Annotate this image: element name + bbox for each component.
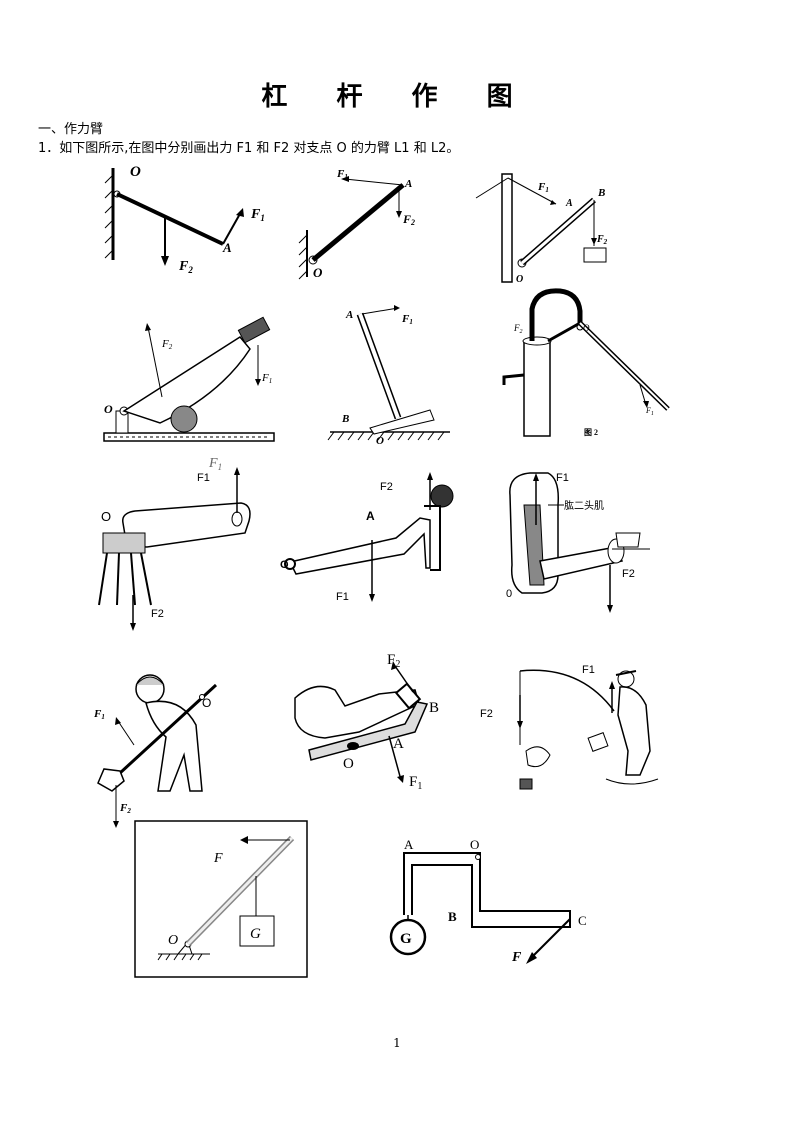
f1-label-A: A bbox=[222, 240, 232, 255]
f2-label-F2: F bbox=[402, 212, 411, 226]
f3-label-A: A bbox=[565, 198, 573, 209]
f12-label-F2: F2 bbox=[480, 708, 493, 720]
f9-label-O: 0 bbox=[506, 588, 512, 600]
f8-label-F2: F2 bbox=[380, 481, 393, 493]
f1-label-F2: F bbox=[178, 259, 189, 274]
f10-label-F2: F bbox=[119, 802, 128, 814]
f13-label-F: F bbox=[213, 851, 223, 866]
f1-label-F2-sub: 2 bbox=[187, 265, 193, 275]
svg-text:F2: F2 bbox=[596, 234, 608, 246]
f11-label-B: B bbox=[429, 700, 439, 716]
f2-label-A: A bbox=[404, 178, 412, 190]
figure-3-pole-arm-weight: F1 A B F2 O bbox=[475, 173, 608, 285]
f5-label-B: B bbox=[341, 413, 349, 425]
f4-label-F2: F bbox=[161, 338, 169, 350]
f3-label-B: B bbox=[597, 187, 605, 199]
svg-text:F1: F1 bbox=[250, 207, 265, 223]
svg-text:F2: F2 bbox=[178, 259, 193, 275]
figure-6-water-pump: F2 O F1 图 2 bbox=[502, 288, 670, 437]
f8-label-F1: F1 bbox=[336, 591, 349, 603]
f11-label-F2: F bbox=[387, 652, 395, 668]
page-number: 1 bbox=[393, 1036, 401, 1050]
f12-label-F1: F1 bbox=[582, 664, 595, 676]
f1-label-F1-sub: 1 bbox=[260, 213, 265, 223]
f4-label-F1: F bbox=[261, 372, 269, 384]
svg-text:F2: F2 bbox=[513, 323, 523, 335]
svg-text:F1: F1 bbox=[208, 456, 222, 472]
f1-label-O: O bbox=[130, 164, 141, 180]
f11-label-A: A bbox=[393, 736, 404, 752]
f7-label-F2: F2 bbox=[151, 608, 164, 620]
figure-14-bracket-lever: A O B C G F bbox=[389, 837, 587, 965]
f14-label-A: A bbox=[404, 837, 414, 852]
figure-7-press-lever: F1 F1 O F2 bbox=[98, 456, 251, 631]
f6-caption: 图 2 bbox=[584, 428, 598, 437]
f9-label-muscle: 肱二头肌 bbox=[564, 500, 604, 512]
svg-text:F2: F2 bbox=[161, 338, 173, 351]
svg-text:F1: F1 bbox=[401, 313, 413, 326]
f9-label-F2: F2 bbox=[622, 568, 635, 580]
figure-1-wall-lever: O F1 F2 A bbox=[104, 164, 265, 275]
svg-text:F1: F1 bbox=[409, 774, 422, 792]
f3-label-F1: F bbox=[537, 181, 546, 193]
figure-8-push-up: F2 A O F1 bbox=[280, 472, 454, 603]
svg-text:F1: F1 bbox=[537, 181, 549, 194]
f14-label-C: C bbox=[578, 913, 587, 928]
f8-label-O: O bbox=[280, 559, 289, 571]
f11-label-O: O bbox=[343, 756, 354, 772]
f8-label-A: A bbox=[366, 509, 375, 523]
figure-2-slanted-rod: F1 A F2 O bbox=[298, 168, 415, 280]
figure-12-fishing: F1 F2 bbox=[480, 664, 659, 790]
f9-label-F1: F1 bbox=[556, 472, 569, 484]
figure-5-hammer: A F1 B O bbox=[327, 305, 450, 447]
svg-text:F1: F1 bbox=[93, 708, 105, 721]
f11-label-F1: F bbox=[409, 774, 417, 790]
svg-text:F1: F1 bbox=[261, 372, 272, 385]
svg-text:F2: F2 bbox=[387, 652, 400, 670]
f6-label-F2: F bbox=[513, 323, 520, 333]
f2-label-O: O bbox=[313, 265, 323, 280]
page-title: 杠 杆 作 图 bbox=[261, 82, 533, 112]
svg-text:F1: F1 bbox=[336, 168, 348, 181]
section-heading: 一、作力臂 bbox=[38, 122, 104, 137]
figure-11-foot-pedal: F2 B A O F1 bbox=[294, 652, 439, 792]
f6-label-O: O bbox=[583, 323, 590, 333]
svg-text:F1: F1 bbox=[645, 406, 654, 417]
figure-10-shovel-worker: F1 O F2 bbox=[93, 674, 218, 828]
f6-label-F1: F bbox=[645, 406, 651, 415]
f2-label-F1: F bbox=[336, 168, 345, 180]
f4-label-O: O bbox=[104, 402, 113, 416]
f5-label-A: A bbox=[345, 309, 353, 321]
f7-label-F1: F1 bbox=[197, 472, 210, 484]
f14-label-B: B bbox=[448, 909, 457, 924]
f10-label-F1: F bbox=[93, 708, 102, 720]
svg-text:F2: F2 bbox=[402, 212, 415, 227]
f5-label-O: O bbox=[376, 435, 384, 447]
f14-label-G: G bbox=[400, 931, 412, 947]
f14-label-O: O bbox=[470, 837, 479, 852]
figure-4-chopper-knife: F2 F1 O bbox=[103, 316, 275, 442]
f7-label-F1b: F bbox=[208, 456, 218, 471]
f14-label-F: F bbox=[511, 950, 522, 965]
f3-label-O: O bbox=[516, 274, 523, 285]
f1-label-F1: F bbox=[250, 207, 261, 222]
svg-text:F2: F2 bbox=[119, 802, 131, 815]
question-text: 1．如下图所示,在图中分别画出力 F1 和 F2 对支点 O 的力臂 L1 和 … bbox=[38, 141, 460, 156]
f13-label-G: G bbox=[250, 926, 261, 942]
f13-label-O: O bbox=[168, 933, 178, 948]
f10-label-O: O bbox=[202, 696, 211, 710]
f5-label-F1: F bbox=[401, 313, 410, 325]
figure-9-arm-cup: F1 肱二头肌 F2 0 bbox=[506, 472, 650, 613]
f7-label-O: O bbox=[101, 509, 111, 524]
figure-13-framed-lever: F O G bbox=[134, 820, 308, 978]
f3-label-F2: F bbox=[596, 234, 604, 245]
